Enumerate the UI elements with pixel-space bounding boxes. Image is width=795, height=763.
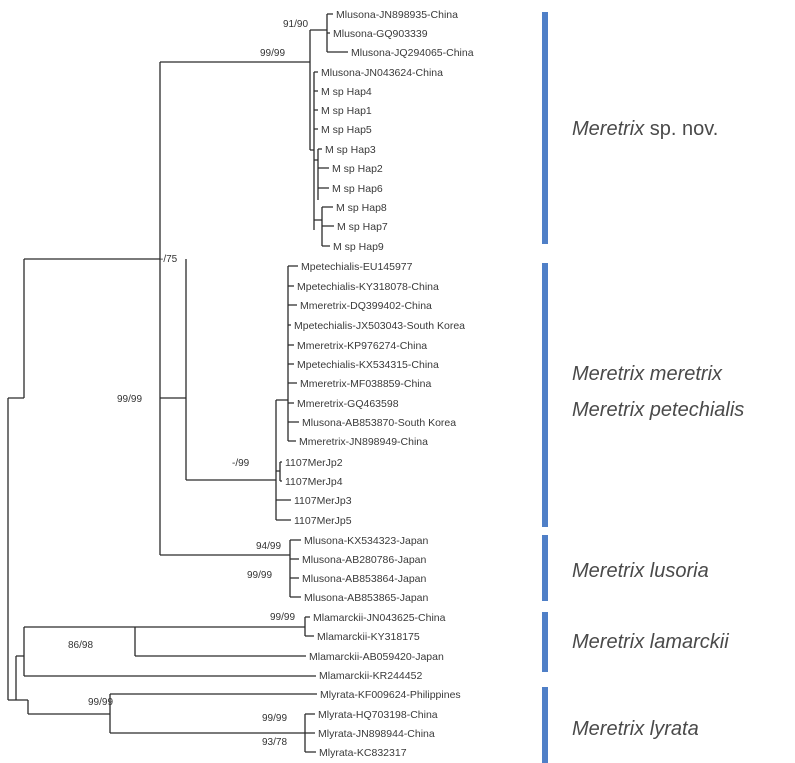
clade-species: Meretrix petechialis [572,399,744,421]
taxon-label: Mlamarckii-JN043625-China [313,612,446,624]
taxon-label: 1107MerJp3 [294,495,352,507]
taxon-label: M sp Hap5 [321,124,372,136]
branch-group-4 [310,13,348,53]
taxon-label: Mlyrata-JN898944-China [318,728,435,740]
clade-bar [542,612,548,672]
taxon-label: M sp Hap7 [337,221,388,233]
clade-species: Meretrix lyrata [572,718,699,740]
taxon-label: M sp Hap3 [325,144,376,156]
taxon-label: Mlamarckii-KR244452 [319,670,422,682]
branch-group-12 [276,461,282,482]
tree-branches [7,13,348,753]
taxon-label: M sp Hap9 [333,241,384,253]
taxon-label: Mmeretrix-JN898949-China [299,436,428,448]
taxon-label: Mmeretrix-GQ463598 [297,398,399,410]
support-value: 99/99 [117,394,142,405]
taxon-label: 1107MerJp5 [294,515,352,527]
clade-bar [542,263,548,527]
taxon-label: M sp Hap6 [332,183,383,195]
taxon-label: Mlusona-JQ294065-China [351,47,474,59]
taxon-label: Mmeretrix-MF038859-China [300,378,431,390]
taxon-label: Mlusona-JN043624-China [321,67,443,79]
taxon-label: 1107MerJp2 [285,457,343,469]
branch-group-20 [109,713,316,753]
support-value: 99/99 [270,612,295,623]
support-value: -/99 [232,458,250,469]
branch-group-18 [23,655,316,677]
support-value: 94/99 [256,541,281,552]
taxon-label: Mlyrata-KC832317 [319,747,407,759]
support-values: 91/90 99/99 -/75 99/99 -/99 94/99 99/99 99/99 86… [68,19,308,748]
branch-group-2 [24,62,161,555]
taxon-label: 1107MerJp4 [285,476,343,488]
support-value: 86/98 [68,640,93,651]
branch-group-7 [314,206,334,247]
taxon-label: Mlusona-AB853865-Japan [304,592,428,604]
branch-group-13 [276,499,291,521]
clade-label-lusoria: Meretrix lusoria [572,560,709,582]
taxon-label: Mlusona-AB853864-Japan [302,573,426,585]
taxon-label: M sp Hap2 [332,163,383,175]
taxon-label: Mpetechialis-KY318078-China [297,281,439,293]
taxon-label: Mlusona-AB280786-Japan [302,554,426,566]
taxon-label: Mlamarckii-AB059420-Japan [309,651,444,663]
taxon-label: Mlusona-JN898935-China [336,9,458,21]
branch-group-6 [314,148,329,200]
branch-group-3 [160,30,311,150]
branch-group-5 [310,71,318,230]
taxon-label: Mpetechialis-KX534315-China [297,359,439,371]
clade-bar [542,687,548,763]
branch-group-17 [24,616,314,656]
taxon-label: M sp Hap4 [321,86,372,98]
taxon-label: Mlusona-GQ903339 [333,28,428,40]
support-value: -/75 [160,254,178,265]
clade-labels: Meretrix sp. nov. Meretrix meretrix Mere… [572,118,744,740]
clade-species: Meretrix lamarckii [572,631,729,653]
clade-label-sp-nov: Meretrix sp. nov. [572,118,718,140]
branch-group-10 [288,265,298,346]
taxon-label: Mmeretrix-DQ399402-China [300,300,432,312]
taxon-label: Mlamarckii-KY318175 [317,631,420,643]
clade-species: Meretrix meretrix [572,363,723,385]
taxon-label: Mpetechialis-JX503043-South Korea [294,320,465,332]
branch-group-15 [160,539,301,598]
taxon-label: M sp Hap1 [321,105,372,117]
clade-bars [542,12,548,763]
branch-group-8 [160,397,187,480]
branch-group-11 [288,363,299,442]
clade-species: Meretrix lusoria [572,560,709,582]
clade-bar [542,535,548,601]
clade-label-petechialis: Meretrix petechialis [572,399,744,421]
taxon-label: Mlusona-KX534323-Japan [304,535,428,547]
clade-suffix: sp. nov. [644,118,718,140]
support-value: 93/78 [262,737,287,748]
taxon-label: M sp Hap8 [336,202,387,214]
branch-group-19 [16,693,317,715]
support-value: 99/99 [88,697,113,708]
clade-bar [542,12,548,244]
taxon-label: Mlyrata-KF009624-Philippines [320,689,461,701]
branch-group-16 [15,627,25,700]
support-value: 99/99 [262,713,287,724]
taxon-label: Mpetechialis-EU145977 [301,261,413,273]
support-value: 99/99 [247,570,272,581]
clade-genus: Meretrix [572,118,645,140]
taxon-label: Mlusona-AB853870-South Korea [302,417,456,429]
clade-label-lamarckii: Meretrix lamarckii [572,631,729,653]
branch-group-0 [7,397,24,701]
branch-group-9 [186,266,289,520]
taxon-label: Mmeretrix-KP976274-China [297,340,427,352]
taxon-label: Mlyrata-HQ703198-China [318,709,438,721]
taxon-labels: Mlusona-JN898935-ChinaMlusona-GQ903339Ml… [285,9,474,759]
support-value: 91/90 [283,19,308,30]
clade-label-meretrix: Meretrix meretrix [572,363,723,385]
clade-label-lyrata: Meretrix lyrata [572,718,699,740]
support-value: 99/99 [260,48,285,59]
